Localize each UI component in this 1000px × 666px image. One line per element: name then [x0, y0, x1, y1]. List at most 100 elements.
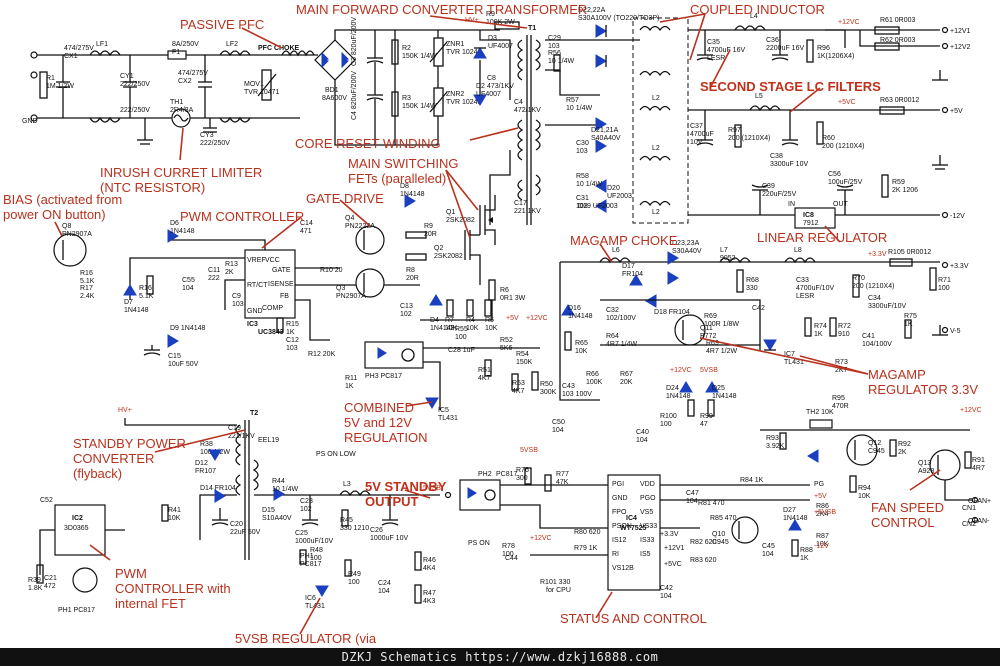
uc3843-pin-gnd: GND: [247, 308, 263, 315]
r81-label: R81 470: [698, 500, 725, 507]
annotation-magamp-choke: MAGAMP CHOKE: [570, 233, 678, 248]
r62-label: R62 0R003: [880, 37, 916, 44]
annotation-pwm-internal: PWM CONTROLLER with internal FET: [115, 566, 231, 611]
d14-label: D14 FR104: [200, 485, 236, 492]
bd1-label: BD1: [325, 87, 339, 94]
l2-label-b: L2: [652, 145, 660, 152]
ic8-out-pin: OUT: [833, 201, 849, 208]
mov1-varistor: [261, 69, 272, 101]
uc3843-ic: [244, 249, 296, 319]
annotation-magamp-regulator: MAGAMP REGULATOR 3.3V: [868, 367, 979, 397]
th2-label: TH2 10K: [806, 409, 834, 416]
t1-label: T1: [528, 25, 536, 32]
annotation-coupled-inductor: COUPLED INDUCTOR: [690, 2, 825, 17]
wt7525-pin-is33: IS33: [640, 537, 655, 544]
c44-label: C44: [505, 555, 518, 562]
ic4-label: IC4: [626, 515, 637, 522]
uc3843-pin-vcc: VCC: [265, 257, 280, 264]
r84-label: R84 1K: [740, 477, 764, 484]
wt7525-pin-gnd: GND: [612, 495, 628, 502]
annotation-inrush: INRUSH CURRET LIMITER (NTC RESISTOR): [100, 165, 263, 195]
uc3843-pin-vref: VREF: [247, 257, 266, 264]
d23-rectifier: [667, 251, 679, 265]
net-12vc-status: +12VC: [530, 535, 552, 542]
l5-inductor: [749, 105, 781, 112]
ic7-label: IC7: [784, 351, 795, 358]
r82-label: R82 620: [690, 539, 717, 546]
wt7525-pin-vs12b: VS12B: [612, 565, 634, 572]
c3-label: C3 820uF/200V: [351, 17, 358, 66]
d22-rectifier: [595, 24, 607, 38]
r6-resistor: [488, 279, 496, 301]
l7-inductor: [719, 257, 751, 264]
l8-inductor: [784, 257, 816, 264]
net-5v-fb: +5V: [506, 315, 519, 322]
ph1-label: PH1 PC817: [58, 607, 95, 614]
r96-resistor: [806, 39, 814, 63]
l2-winding-n12v: [639, 200, 671, 207]
out-n5v-label: V-5: [950, 328, 961, 335]
uc3843-pin-gate: GATE: [272, 267, 291, 274]
uc3843-pin-rtct: RT/CT: [247, 282, 268, 289]
ic8-7912-regulator: [794, 207, 836, 229]
out-12v2-label: +12V2: [950, 44, 971, 51]
r10-label: R10 20: [320, 267, 343, 274]
annotation-passive-pfc: PASSIVE PFC: [180, 17, 265, 32]
r85-label: R85 470: [710, 515, 737, 522]
t2-label: T2: [250, 410, 258, 417]
ph2-optocoupler: [459, 479, 501, 511]
r56-resistor: [553, 54, 561, 72]
l5-label: L5: [755, 93, 763, 100]
net-5vsb-d25: 5VSB: [700, 367, 718, 374]
lf2-label: LF2: [226, 41, 238, 48]
r63-label: R63 0R0012: [880, 97, 919, 104]
